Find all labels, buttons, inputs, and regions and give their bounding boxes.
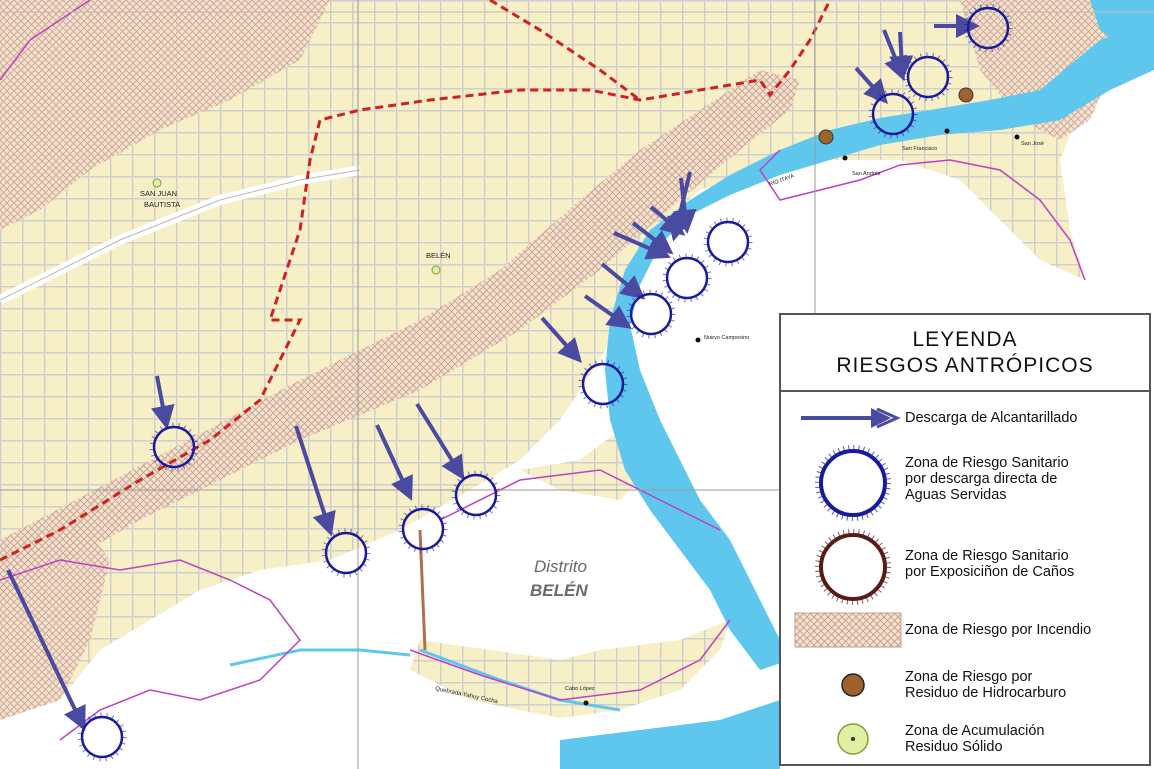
district-boundary: [0, 0, 832, 562]
road-edge-3: [0, 559, 301, 741]
hydrocarbon-point: [818, 129, 834, 145]
river-north-branch: [1090, 0, 1154, 45]
maroon-risk-circle-icon: [815, 529, 891, 605]
legend-item-sewer: Descarga de Alcantarillado: [781, 403, 1149, 433]
blue-risk-circle-icon: [815, 445, 891, 521]
legend-item-sanitary-discharge: Zona de Riesgo Sanitario por descarga di…: [781, 445, 1149, 525]
urban-area-cabo: [410, 620, 730, 718]
legend-label: Zona de Acumulación Residuo Sólido: [905, 723, 1045, 755]
legend-label: Zona de Riesgo Sanitario por Exposiciñon…: [905, 548, 1075, 580]
hatch-swatch-icon: [794, 612, 902, 648]
legend-header: LEYENDA RIESGOS ANTRÓPICOS: [781, 315, 1149, 392]
legend-subtitle: RIESGOS ANTRÓPICOS: [836, 353, 1094, 377]
label-san-juan: SAN JUAN: [140, 189, 177, 198]
label-san-andres: San Andrés: [852, 171, 881, 177]
road-edge-5: [0, 0, 91, 81]
district-name-label: BELÉN: [530, 581, 588, 600]
brown-dot-icon: [841, 673, 865, 697]
road-edge-1: [409, 619, 731, 701]
hydrocarbon-point: [958, 87, 974, 103]
district-label: Distrito: [534, 557, 587, 576]
solid-waste-point: [431, 265, 441, 275]
legend-panel: LEYENDA RIESGOS ANTRÓPICOS Descarga de A…: [779, 313, 1151, 766]
solid-waste-point: [152, 178, 162, 188]
label-cabo-lopez: Cabo López: [565, 686, 595, 692]
label-san-francisco: San Francisco: [902, 146, 937, 152]
fire-risk-band: [0, 70, 800, 600]
river-south: [560, 700, 780, 769]
legend-title: LEYENDA: [912, 327, 1018, 351]
fire-risk-nw: [0, 0, 330, 230]
legend-label: Zona de Riesgo Sanitario por descarga di…: [905, 455, 1069, 503]
urban-area: [0, 0, 1000, 720]
arrow-icon: [801, 407, 901, 429]
legend-item-sanitary-exposure: Zona de Riesgo Sanitario por Exposiciñon…: [781, 529, 1149, 609]
green-dot-icon: [837, 723, 869, 755]
legend-item-solid-waste: Zona de Acumulación Residuo Sólido: [781, 717, 1149, 761]
legend-label: Zona de Riesgo por Incendio: [905, 622, 1092, 638]
road-edge-4: [759, 149, 1086, 281]
legend-item-hydrocarbon: Zona de Riesgo por Residuo de Hidrocarbu…: [781, 665, 1149, 705]
river-itaya: [605, 20, 1154, 670]
legend-item-fire: Zona de Riesgo por Incendio: [781, 610, 1149, 650]
legend-label: Descarga de Alcantarillado: [905, 410, 1078, 426]
label-nuevo-campesino: Nuevo Campesino: [704, 335, 749, 341]
label-belen: BELÉN: [426, 251, 451, 260]
label-san-jose: San José: [1021, 141, 1044, 147]
legend-label: Zona de Riesgo por Residuo de Hidrocarbu…: [905, 669, 1067, 701]
floodplain-east: [640, 300, 780, 480]
stream-2: [229, 648, 411, 667]
road-edge-2: [439, 469, 721, 531]
label-bautista: BAUTISTA: [144, 200, 180, 209]
fire-risk-sw: [0, 520, 110, 720]
sewer-arrows: [6, 14, 980, 731]
